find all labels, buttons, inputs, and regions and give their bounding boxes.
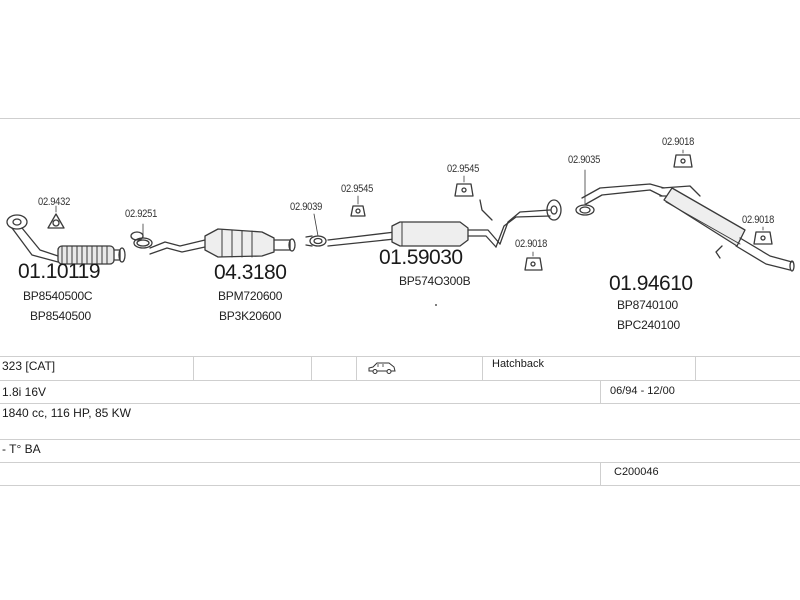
clamp-label-02-9018-c: 02.9018 <box>742 214 775 226</box>
body-type-label: Hatchback <box>492 358 544 370</box>
clamp-label-02-9035: 02.9035 <box>568 154 601 166</box>
engine-cell: 1.8i 16V <box>0 381 600 403</box>
model-cell: 323 [CAT] <box>0 357 193 380</box>
clamp-02-9039-shape <box>305 235 327 247</box>
note-cell: - T° BA <box>0 440 800 462</box>
clamp-02-9432-shape <box>47 213 65 229</box>
specs-cell: 1840 cc, 116 HP, 85 KW <box>0 404 800 439</box>
table-row-specs: 1840 cc, 116 HP, 85 KW <box>0 403 800 439</box>
part-ref-01-10119: 01.10119 <box>18 260 101 283</box>
clamp-label-02-9545-a: 02.9545 <box>341 183 374 195</box>
production-cell: 06/94 - 12/00 <box>600 381 800 403</box>
empty-code-cell <box>0 463 600 486</box>
clamp-02-9545-b-shape <box>454 183 474 197</box>
code-cell: C200046 <box>600 463 800 486</box>
table-row-code: C200046 <box>0 462 800 486</box>
part-ref-04-3180: 04.3180 <box>214 261 287 284</box>
clamp-02-9018-c-shape <box>753 231 773 245</box>
hatchback-car-icon <box>368 362 396 374</box>
clamp-label-02-9251: 02.9251 <box>125 208 158 220</box>
body-icon-cell <box>356 357 482 380</box>
part-ref-01-94610: 01.94610 <box>609 272 693 295</box>
part-oem-7a: BP8740100 <box>617 298 678 312</box>
exhaust-diagram <box>6 149 795 306</box>
note-label: - T° BA <box>2 442 41 456</box>
empty-cell-b <box>311 357 356 380</box>
part-oem-7b: BPC240100 <box>617 318 680 332</box>
clamp-label-02-9545-b: 02.9545 <box>447 163 480 175</box>
clamp-label-02-9432: 02.9432 <box>38 196 71 208</box>
clamp-label-02-9039: 02.9039 <box>290 201 323 213</box>
front-pipe-shape <box>6 214 126 265</box>
leader-02-9039 <box>313 213 319 237</box>
table-row-model: 323 [CAT] Hatchback <box>0 356 800 380</box>
rear-silencer-shape <box>581 183 795 272</box>
clamp-02-9545-a-shape <box>350 205 366 217</box>
clamp-02-9018-b-shape <box>673 154 693 168</box>
part-oem-1a: BP8540500C <box>23 289 93 303</box>
part-oem-1b: BP8540500 <box>30 309 91 323</box>
body-type-cell: Hatchback <box>482 357 695 380</box>
empty-cell-c <box>695 357 800 380</box>
part-ref-01-59030: 01.59030 <box>379 246 463 269</box>
catalytic-converter-shape <box>130 228 296 258</box>
clamp-label-02-9018-b: 02.9018 <box>662 136 695 148</box>
table-row-engine: 1.8i 16V 06/94 - 12/00 <box>0 380 800 403</box>
part-oem-3b: BP3K20600 <box>219 309 282 323</box>
clamp-02-9035-shape <box>575 204 595 216</box>
engine-specs: 1840 cc, 116 HP, 85 KW <box>2 406 131 420</box>
diagram-code: C200046 <box>614 466 659 478</box>
model-label: 323 [CAT] <box>2 359 56 373</box>
clamp-02-9018-a-shape <box>524 257 543 271</box>
table-row-note: - T° BA <box>0 439 800 462</box>
part-oem-3a: BPM720600 <box>218 289 283 303</box>
diagram-frame <box>0 118 800 486</box>
part-oem-5a: BP574O300B <box>399 274 471 288</box>
production-years: 06/94 - 12/00 <box>610 385 675 397</box>
stray-dot <box>435 304 437 306</box>
engine-label: 1.8i 16V <box>2 385 47 399</box>
empty-cell-a <box>193 357 311 380</box>
clamp-label-02-9018-a: 02.9018 <box>515 238 548 250</box>
centre-silencer-shape <box>327 199 562 248</box>
